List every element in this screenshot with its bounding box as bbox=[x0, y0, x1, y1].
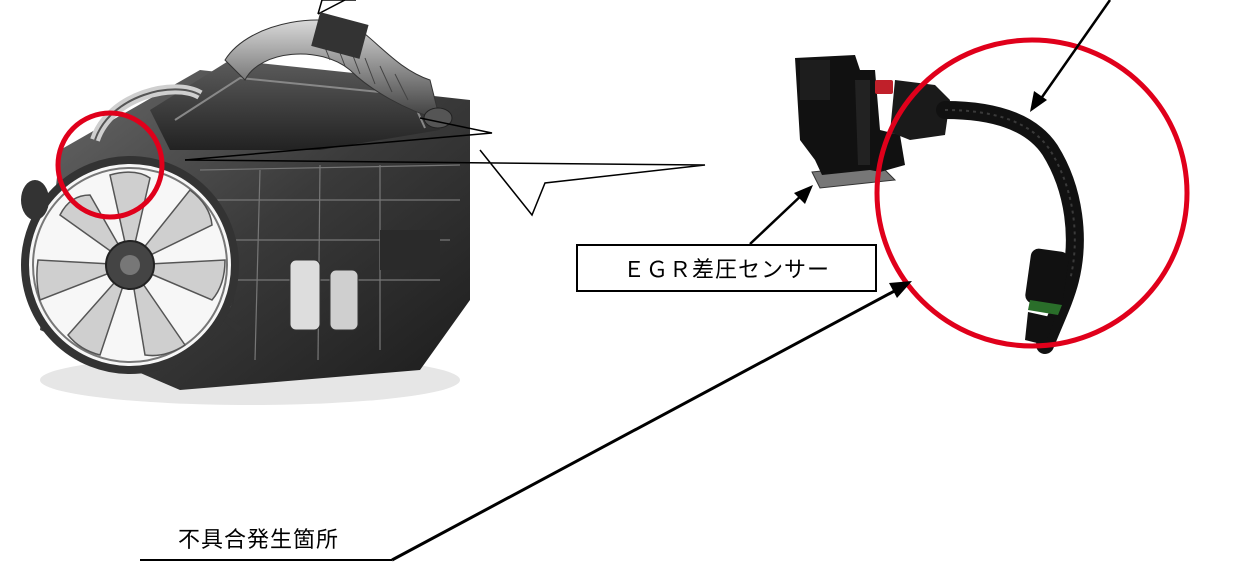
harness-highlight-ring bbox=[874, 37, 1190, 349]
defect-arrow bbox=[140, 281, 912, 562]
upper-callout-tail bbox=[317, 0, 356, 15]
sensor-label-arrow bbox=[749, 185, 813, 245]
engine-fan bbox=[21, 156, 239, 374]
engine-highlight-ring bbox=[55, 110, 165, 220]
sensor-label-box: ＥＧＲ差圧センサー bbox=[576, 244, 877, 292]
sensor-label-text: ＥＧＲ差圧センサー bbox=[622, 258, 830, 283]
harness-arrow bbox=[1030, 0, 1112, 112]
egr-sensor-figure bbox=[795, 55, 1084, 354]
zoom-callout bbox=[184, 117, 706, 217]
defect-location-label: 不具合発生箇所 bbox=[178, 528, 340, 553]
engine-illustration bbox=[21, 12, 470, 405]
